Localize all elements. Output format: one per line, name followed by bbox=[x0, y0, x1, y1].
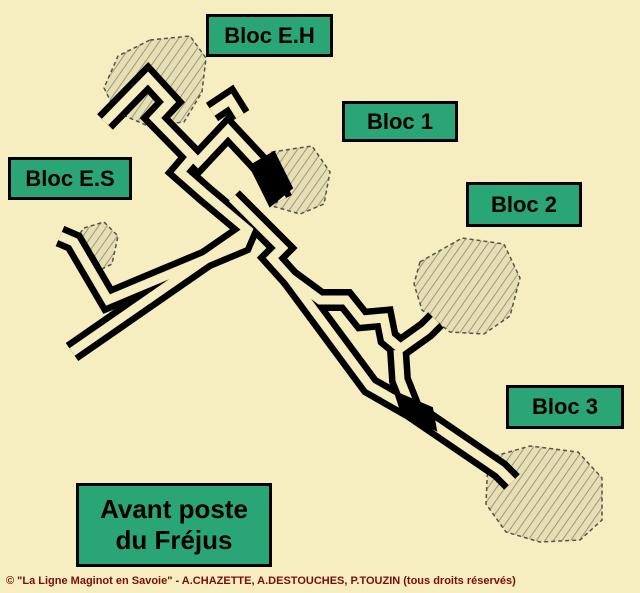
bloc-eh-label: Bloc E.H bbox=[206, 14, 333, 57]
copyright-notice: © "La Ligne Maginot en Savoie" - A.CHAZE… bbox=[6, 575, 516, 587]
bloc-2-zone bbox=[413, 237, 521, 335]
galleries bbox=[55, 62, 520, 490]
title-line-1: Avant poste bbox=[100, 494, 248, 524]
bloc-1-label: Bloc 1 bbox=[342, 101, 458, 142]
bloc-es-label: Bloc E.S bbox=[8, 157, 132, 200]
bloc-2-label: Bloc 2 bbox=[466, 182, 582, 227]
bloc-3-label: Bloc 3 bbox=[506, 385, 624, 429]
title-line-2: du Fréjus bbox=[115, 525, 233, 555]
diagram-title: Avant poste du Fréjus bbox=[76, 483, 272, 567]
